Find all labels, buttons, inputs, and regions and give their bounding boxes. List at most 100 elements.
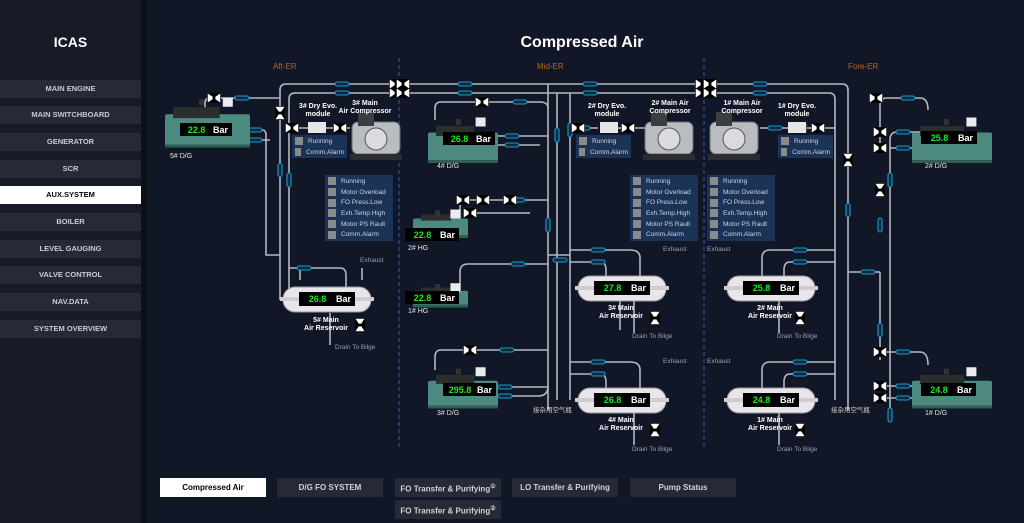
valve-icon[interactable] — [571, 123, 585, 133]
dry-module-box[interactable] — [788, 122, 806, 133]
reservoir-name-line: 1# Main — [757, 417, 783, 424]
valve-icon[interactable] — [811, 123, 825, 133]
flow-arrow-icon — [895, 395, 911, 401]
sidebar-item-aux-system[interactable]: AUX.SYSTEM — [0, 186, 141, 204]
tab-compressed-air[interactable]: Compressed Air — [160, 478, 266, 497]
valve-icon[interactable] — [285, 123, 299, 133]
tab-lo-transfer-purifying[interactable]: LO Transfer & Purifying — [512, 478, 618, 497]
generator-label: 2# D/G — [925, 163, 948, 170]
status-row: FO Press.Low — [633, 197, 695, 208]
valve-icon[interactable] — [621, 123, 635, 133]
valve-icon[interactable] — [875, 183, 885, 197]
valve-icon[interactable] — [456, 195, 470, 205]
sidebar-item-nav-data[interactable]: NAV.DATA — [0, 293, 141, 311]
status-indicator-icon — [328, 220, 336, 229]
reservoir-name-line: Air Reservoir — [748, 313, 792, 320]
valve-icon[interactable] — [396, 88, 410, 98]
tab-d-g-fo-system[interactable]: D/G FO SYSTEM — [277, 478, 383, 497]
valve-icon[interactable] — [869, 93, 883, 103]
status-label: Running — [341, 177, 366, 185]
tab-fo-transfer-purifying-5[interactable]: FO Transfer & Purifying② — [395, 500, 501, 519]
air-compressor-icon[interactable] — [708, 112, 760, 160]
flow-arrow-icon — [590, 359, 606, 365]
valve-icon[interactable] — [396, 79, 410, 89]
valve-icon[interactable] — [703, 79, 717, 89]
valve-icon[interactable] — [873, 143, 887, 153]
valve-icon[interactable] — [650, 423, 660, 437]
flow-arrow-icon — [457, 90, 473, 96]
status-indicator-icon — [633, 220, 641, 229]
status-label: Running — [794, 137, 819, 145]
valve-icon[interactable] — [475, 97, 489, 107]
valve-icon[interactable] — [476, 195, 490, 205]
pressure-unit: Bar — [476, 384, 492, 395]
valve-icon[interactable] — [355, 318, 365, 332]
sidebar-item-valve-control[interactable]: VALVE CONTROL — [0, 266, 141, 284]
air-pipe — [289, 267, 347, 288]
sidebar-item-level-gauging[interactable]: LEVEL GAUGING — [0, 240, 141, 258]
air-compressor-icon[interactable] — [350, 112, 402, 160]
valve-icon[interactable] — [843, 153, 853, 167]
status-indicator-icon — [710, 209, 718, 218]
pressure-value: 25.8 — [752, 283, 771, 293]
valve-icon[interactable] — [207, 93, 221, 103]
valve-icon[interactable] — [703, 88, 717, 98]
status-row: Motor PS Rault — [328, 219, 390, 230]
sidebar-item-main-engine[interactable]: MAIN ENGINE — [0, 80, 141, 98]
sidebar-item-scr[interactable]: SCR — [0, 160, 141, 178]
pressure-value: 27.8 — [603, 283, 622, 293]
status-indicator-icon — [710, 220, 718, 229]
valve-icon[interactable] — [333, 123, 347, 133]
valve-icon[interactable] — [795, 423, 805, 437]
flow-arrow-icon — [582, 81, 598, 87]
valve-icon[interactable] — [275, 106, 285, 120]
status-row: FO Press.Low — [710, 197, 772, 208]
air-pipe — [329, 300, 780, 445]
sidebar-item-boiler[interactable]: BOILER — [0, 213, 141, 231]
sidebar-item-main-switchboard[interactable]: MAIN SWITCHBOARD — [0, 106, 141, 124]
dry-module-box[interactable] — [308, 122, 326, 133]
status-row: Comm.Alarm — [579, 147, 628, 158]
valve-icon[interactable] — [873, 381, 887, 391]
pressure-unit: Bar — [475, 133, 491, 144]
status-indicator-icon — [328, 230, 336, 239]
valve-icon[interactable] — [650, 311, 660, 325]
dry-module-box[interactable] — [600, 122, 618, 133]
zone-label: Aft-ER — [273, 62, 297, 71]
flow-arrow-icon — [590, 371, 606, 377]
air-pipe — [761, 249, 835, 278]
valve-icon[interactable] — [463, 208, 477, 218]
dry-module-name-line: 1# Dry Evo. — [777, 103, 817, 110]
status-indicator-icon — [781, 137, 789, 146]
tab-pump-status[interactable]: Pump Status — [630, 478, 736, 497]
status-indicator-icon — [710, 188, 718, 197]
valve-icon[interactable] — [873, 347, 887, 357]
valve-icon[interactable] — [503, 195, 517, 205]
generator-label: 5# D/G — [170, 153, 193, 160]
valve-icon[interactable] — [873, 127, 887, 137]
status-row: Motor Overload — [710, 187, 772, 198]
flow-arrow-icon — [296, 265, 312, 271]
status-row: Running — [781, 136, 830, 147]
tab-label: D/G FO SYSTEM — [298, 483, 362, 492]
status-label: Motor Overload — [723, 188, 768, 196]
air-compressor-icon[interactable] — [643, 112, 695, 160]
flow-arrow-icon — [895, 349, 911, 355]
status-row: Motor Overload — [633, 187, 695, 198]
dry-module-name-line: module — [305, 111, 331, 118]
status-indicator-icon — [710, 230, 718, 239]
air-pipe — [889, 131, 920, 420]
status-row: Running — [295, 136, 344, 147]
dry-module-label: 3# Dry Evo.module — [293, 103, 343, 119]
valve-icon[interactable] — [463, 345, 477, 355]
status-row: Comm.Alarm — [633, 229, 695, 240]
tab-fo-transfer-purifying-2[interactable]: FO Transfer & Purifying① — [395, 478, 501, 497]
valve-icon[interactable] — [795, 311, 805, 325]
valve-icon[interactable] — [873, 393, 887, 403]
flow-arrow-icon — [752, 81, 768, 87]
sidebar-item-generator[interactable]: GENERATOR — [0, 133, 141, 151]
sidebar-item-system-overview[interactable]: SYSTEM OVERVIEW — [0, 320, 141, 338]
